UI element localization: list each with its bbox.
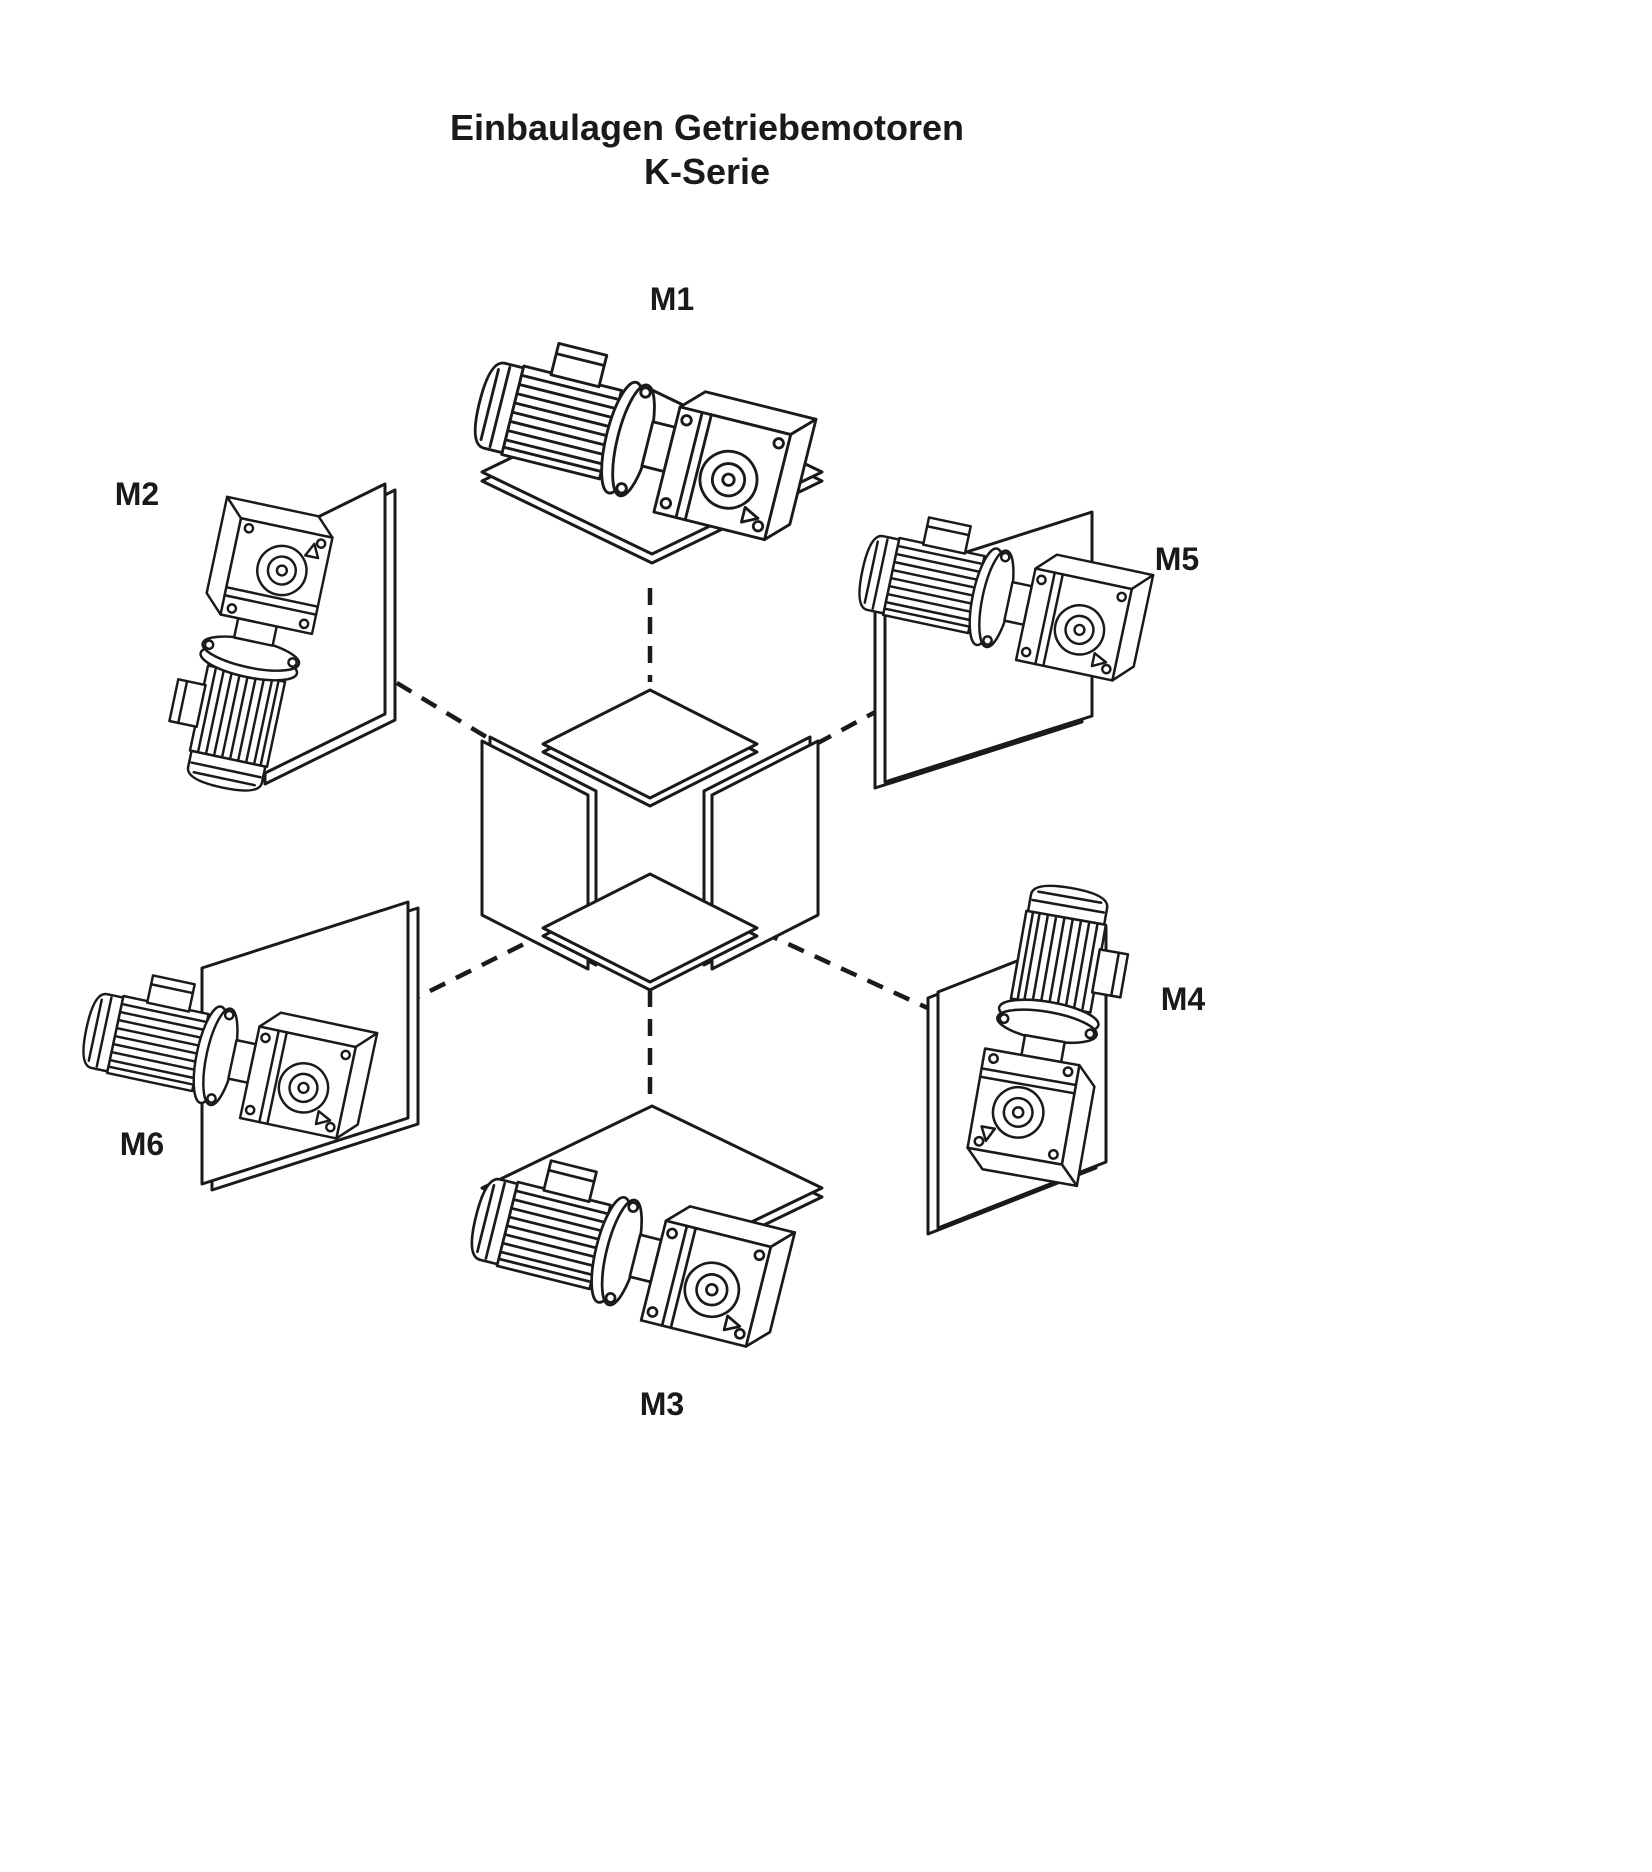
center-reference-cube (480, 688, 820, 992)
label-m2: M2 (115, 476, 159, 512)
label-m6: M6 (120, 1126, 164, 1162)
cube-left-wall (480, 739, 590, 971)
label-m1: M1 (650, 281, 694, 317)
connector-m6 (402, 933, 542, 1007)
cube-top-plate (541, 688, 759, 800)
connector-m2 (370, 666, 500, 746)
label-m3: M3 (640, 1386, 684, 1422)
connector-m4 (761, 929, 933, 1013)
position-m4: M4 (926, 876, 1206, 1236)
position-m1: M1 (462, 281, 824, 565)
label-m5: M5 (1155, 541, 1199, 577)
cube-bottom-plate (541, 872, 759, 984)
position-m6: M6 (73, 900, 420, 1192)
position-m2: M2 (115, 476, 397, 801)
position-m3: M3 (459, 1104, 824, 1422)
diagram-subtitle: K-Serie (644, 151, 770, 192)
label-m4: M4 (1161, 981, 1206, 1017)
cube-right-wall (710, 739, 820, 971)
diagram-title: Einbaulagen Getriebemotoren (450, 107, 964, 148)
position-m5: M5 (849, 504, 1199, 790)
